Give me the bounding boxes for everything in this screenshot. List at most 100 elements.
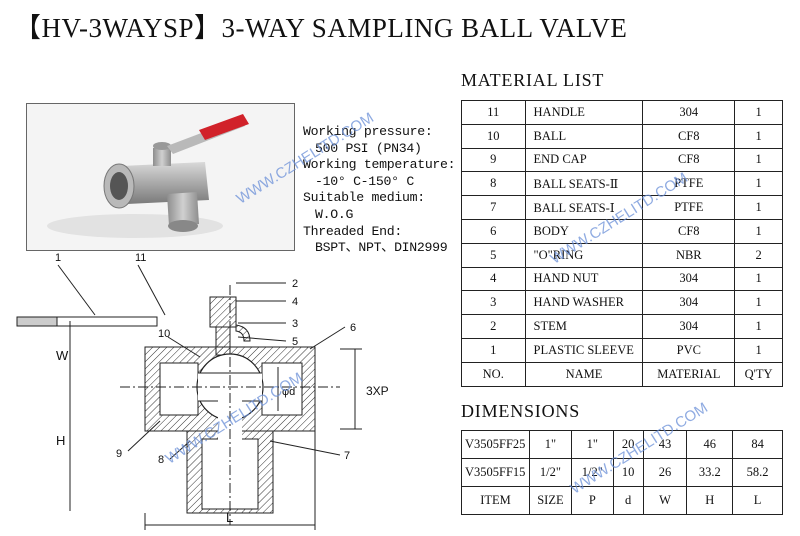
page-title: 【HV-3WAYSP】3-WAY SAMPLING BALL VALVE [14,13,628,43]
dimension-header-p: P [570,486,614,515]
callout-11: 11 [135,252,146,264]
material-no-cell: 4 [461,266,526,292]
material-qty-cell: 1 [734,123,783,149]
material-material-cell: 304 [642,314,736,339]
pressure-label: Working pressure: [303,124,433,139]
dimension-d-cell: 20 [612,430,644,459]
callout-6: 6 [350,322,356,334]
material-material-cell: 304 [642,100,736,125]
dimension-h-cell: 46 [686,430,734,459]
material-name-cell: HANDLE [524,100,644,125]
dimension-header-l: L [732,486,783,515]
material-material-cell: 304 [642,266,736,292]
material-material-cell: CF8 [642,218,736,244]
material-name-cell: HAND WASHER [524,290,644,316]
callout-10: 10 [158,328,170,340]
dimensions-heading: DIMENSIONS [461,401,581,421]
material-name-cell: PLASTIC SLEEVE [524,337,644,363]
material-material-cell: PTFE [642,171,736,197]
material-qty-cell: 2 [734,242,783,268]
callout-4: 4 [292,296,298,308]
temperature-label: Working temperature: [303,157,456,173]
pressure-value: 500 PSI (PN34) [315,140,422,156]
material-no-cell: 8 [461,171,526,197]
material-material-cell: NBR [642,242,736,268]
specifications: Working pressure: 500 PSI (PN34) Working… [303,124,456,257]
material-no-cell: 2 [461,314,526,339]
dimension-h-cell: 33.2 [686,458,734,487]
dim-d-label: φd [282,386,295,398]
dimension-p-cell: 1" [570,430,614,459]
material-qty-cell: 1 [734,195,783,220]
medium-value: W.O.G [315,206,354,222]
thread-value: BSPT、NPT、DIN2999 [315,240,448,256]
material-name-cell: STEM [524,314,644,339]
dimension-l-cell: 58.2 [732,458,783,487]
material-no-cell: 3 [461,290,526,316]
material-material-cell: PVC [642,337,736,363]
material-qty-cell: 1 [734,337,783,363]
dimension-header-item: ITEM [461,486,530,515]
medium-label: Suitable medium: [303,190,425,206]
dimension-size-cell: 1" [528,430,572,459]
material-header-name: NAME [524,361,644,387]
material-no-cell: 1 [461,337,526,363]
dimension-l-cell: 84 [732,430,783,459]
dim-l-label: L [226,510,233,525]
material-name-cell: BODY [524,218,644,244]
dim-3xp-label: 3XP [366,384,389,398]
material-material-cell: PTFE [642,195,736,220]
material-no-cell: 9 [461,147,526,173]
dimension-p-cell: 1/2" [570,458,614,487]
thread-label: Threaded End: [303,223,402,239]
material-no-cell: 10 [461,123,526,149]
dimension-header-d: d [612,486,644,515]
material-name-cell: BALL [524,123,644,149]
material-header-qty: Q'TY [734,361,783,387]
dimension-header-size: SIZE [528,486,572,515]
material-qty-cell: 1 [734,171,783,197]
dimension-d-cell: 10 [612,458,644,487]
material-qty-cell: 1 [734,266,783,292]
dimension-size-cell: 1/2" [528,458,572,487]
dimension-item-cell: V3505FF15 [461,458,530,487]
callout-8: 8 [158,454,164,466]
cross-section-drawing: 1 11 2 4 3 5 6 10 7 8 9 W H L 3XP φd [16,252,389,530]
material-material-cell: 304 [642,290,736,316]
material-no-cell: 11 [461,100,526,125]
material-no-cell: 6 [461,218,526,244]
product-photo [26,103,295,251]
material-name-cell: BALL SEATS-Ⅱ [524,171,644,197]
dim-w-label: W [56,348,69,363]
dimension-w-cell: 26 [642,458,688,487]
callout-3: 3 [292,318,298,330]
temperature-value: -10° C-150° C [315,173,414,189]
dimension-item-cell: V3505FF25 [461,430,530,459]
callout-9: 9 [116,448,122,460]
callout-5: 5 [292,336,298,348]
callout-2: 2 [292,278,298,290]
dimension-w-cell: 43 [642,430,688,459]
material-name-cell: END CAP [524,147,644,173]
material-no-cell: 5 [461,242,526,268]
material-qty-cell: 1 [734,314,783,339]
material-qty-cell: 1 [734,218,783,244]
callout-7: 7 [344,450,350,462]
material-header-no: NO. [461,361,526,387]
callout-1: 1 [55,252,61,264]
dimension-header-w: W [642,486,688,515]
